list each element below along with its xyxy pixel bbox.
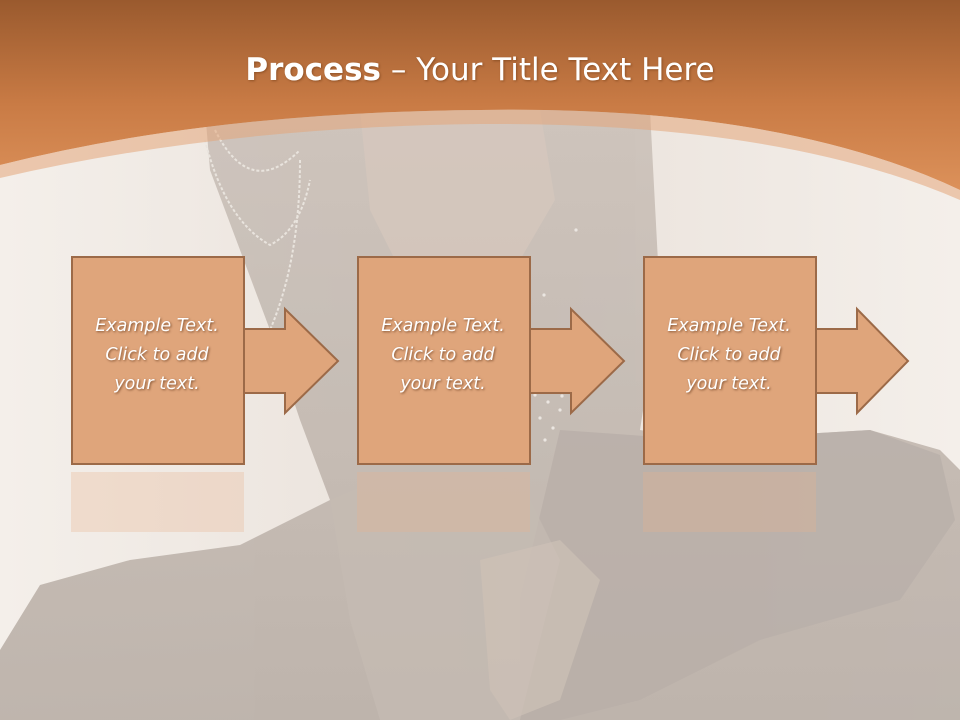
slide-title[interactable]: Process – Your Title Text Here [0, 52, 960, 88]
step-text-line2: Click to add [391, 345, 495, 365]
step-text-line1: Example Text. [381, 316, 505, 336]
step-text-line1: Example Text. [95, 316, 219, 336]
step-text-line3: your text. [686, 374, 772, 394]
title-rest: – Your Title Text Here [381, 52, 715, 88]
process-step-1[interactable]: Example Text. Click to add your text. [71, 256, 341, 468]
step-text-line3: your text. [400, 374, 486, 394]
step-text-line2: Click to add [677, 345, 781, 365]
step-text[interactable]: Example Text. Click to add your text. [75, 312, 239, 399]
step-text-line1: Example Text. [667, 316, 791, 336]
step-text[interactable]: Example Text. Click to add your text. [361, 312, 525, 399]
step-arrow-shape [357, 256, 626, 465]
process-step-3[interactable]: Example Text. Click to add your text. [643, 256, 913, 468]
step-text-line2: Click to add [105, 345, 209, 365]
step-text-line3: your text. [114, 374, 200, 394]
header-band [0, 0, 960, 200]
process-step-2[interactable]: Example Text. Click to add your text. [357, 256, 627, 468]
title-bold: Process [245, 52, 381, 88]
box-reflections [71, 472, 816, 532]
step-text[interactable]: Example Text. Click to add your text. [647, 312, 811, 399]
step-arrow-shape [71, 256, 340, 465]
step-arrow-shape [643, 256, 910, 465]
